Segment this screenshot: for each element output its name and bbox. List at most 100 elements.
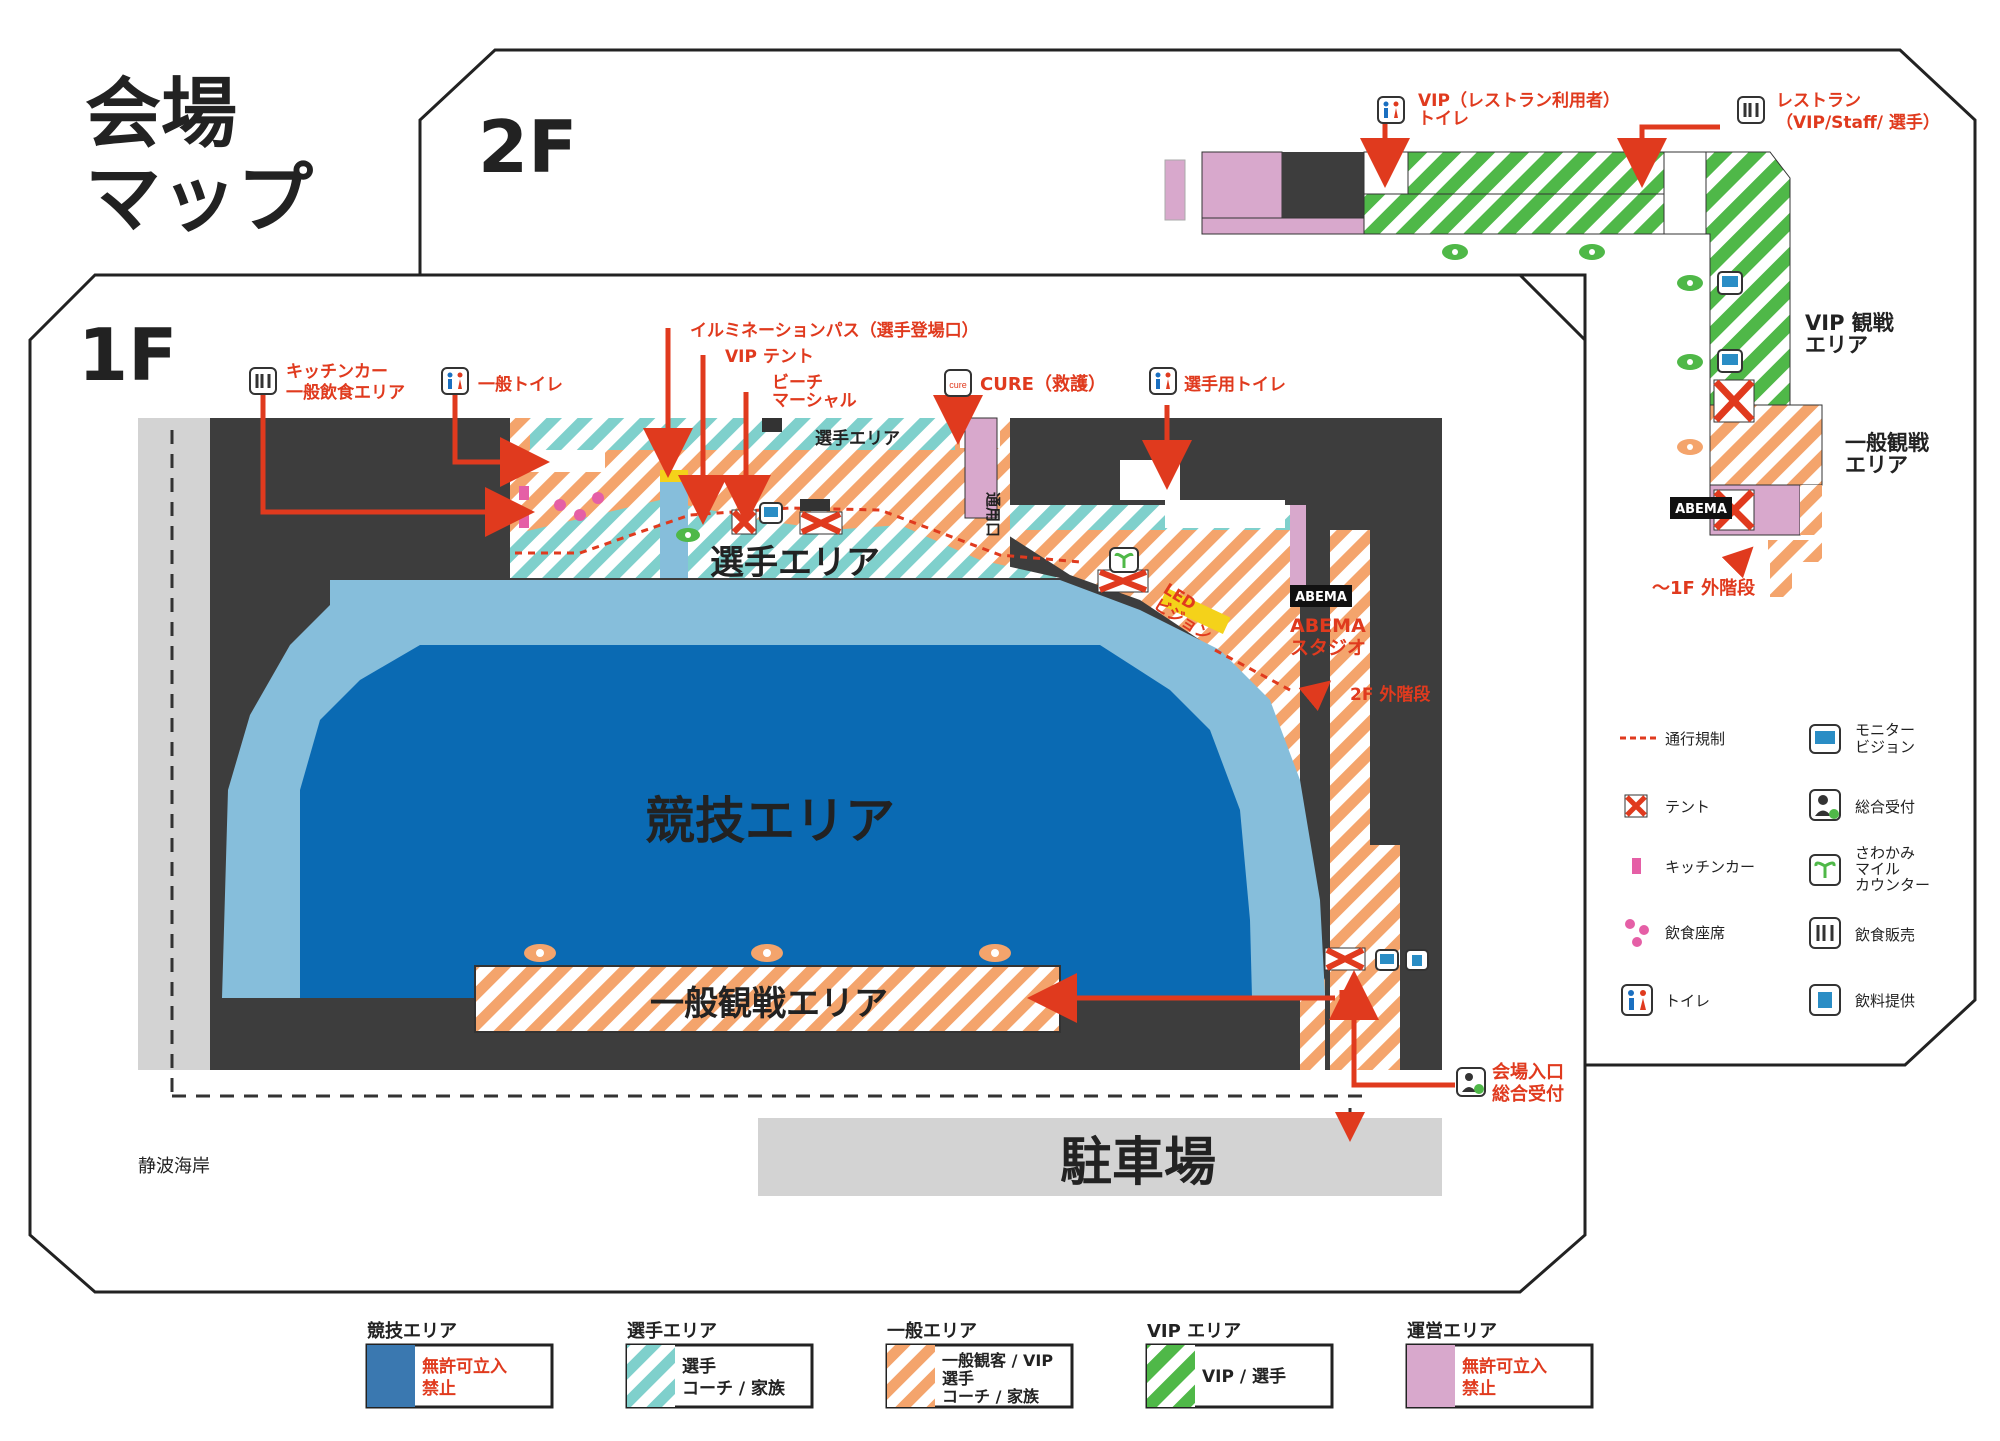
- competition-area-label: 競技エリア: [645, 792, 895, 850]
- reception-icon: [1456, 1067, 1486, 1097]
- watch-eye-icon: [1442, 244, 1468, 260]
- food-sale-icon: [1737, 96, 1765, 124]
- sprout-icon: [1809, 854, 1841, 886]
- legend-kitchen-car-label: キッチンカー: [1665, 858, 1755, 876]
- monitor-icon: [1717, 349, 1743, 373]
- food-sale-icon: [249, 367, 277, 395]
- kitchen-car-label: キッチンカー: [286, 362, 388, 382]
- toilet-icon: [1621, 984, 1653, 1016]
- vip-tent-label: VIP テント: [725, 347, 814, 367]
- drink-icon: [1405, 949, 1429, 971]
- legend-sprout-label: さわかみ: [1855, 844, 1915, 862]
- legend-area-athlete-title: 選手エリア: [627, 1320, 717, 1342]
- abema-2f-logo: ABEMA: [1675, 502, 1727, 517]
- athlete-toilet-label: 選手用トイレ: [1184, 374, 1286, 395]
- tent-icon: [799, 511, 843, 535]
- food-sale-icon: [1809, 917, 1841, 949]
- pointer-arrows: [260, 328, 1455, 1088]
- legend-monitor-label: モニター: [1855, 721, 1915, 739]
- stairs-2f-label: 2F 外階段: [1350, 684, 1430, 705]
- svg-text:コーチ / 家族: コーチ / 家族: [682, 1378, 786, 1399]
- svg-text:エリア: エリア: [1805, 333, 1868, 357]
- svg-text:選手: 選手: [682, 1356, 716, 1377]
- watch-eye-icon: [1579, 244, 1605, 260]
- legend-area-admin-title: 運営エリア: [1407, 1320, 1497, 1342]
- svg-text:総合受付: 総合受付: [1492, 1083, 1564, 1105]
- tent-icon: [1324, 947, 1366, 971]
- svg-text:マーシャル: マーシャル: [772, 391, 857, 411]
- vip-watch-label: VIP 観戦: [1805, 311, 1894, 335]
- svg-text:エリア: エリア: [1845, 453, 1908, 477]
- athlete-area-top-strip: [530, 418, 955, 450]
- legend-area-general-title: 一般エリア: [887, 1320, 977, 1342]
- abema-logo: [1290, 585, 1352, 607]
- label-icons: cure: [249, 96, 1765, 1097]
- competition-area-water: [300, 645, 1252, 998]
- watch-eye-icon: [1677, 354, 1703, 370]
- passage-entrance-label: 通用口: [984, 492, 1002, 537]
- watch-eye-icon: [751, 944, 783, 962]
- general-watch-area-label: 一般観戦エリア: [650, 984, 888, 1024]
- drink-icon: [1809, 984, 1841, 1016]
- kitchen-car-icon: [1632, 858, 1641, 874]
- general-toilet-label: 一般トイレ: [478, 374, 563, 395]
- svg-text:禁止: 禁止: [1462, 1378, 1496, 1399]
- map-text: 会場 マップ 2F 1F VIP（レストラン利用者） トイレ レストラン （VI…: [78, 69, 1940, 1406]
- svg-text:VIP / 選手: VIP / 選手: [1202, 1366, 1286, 1387]
- monitor-icon: [759, 502, 783, 524]
- svg-text:ビジョン: ビジョン: [1855, 738, 1915, 756]
- icon-legend: [1620, 724, 1841, 1016]
- restricted-route: [515, 506, 1081, 564]
- svg-text:cure: cure: [949, 380, 967, 390]
- general-watch-area: [474, 965, 1061, 1033]
- floor-2f-map: [1164, 122, 1823, 597]
- map-title-line2: マップ: [85, 154, 313, 243]
- svg-text:一般飲食エリア: 一般飲食エリア: [286, 382, 405, 403]
- cure-label: CURE（救護）: [980, 373, 1106, 395]
- svg-text:（VIP/Staff/ 選手）: （VIP/Staff/ 選手）: [1776, 112, 1940, 133]
- watch-eye-icon: [524, 944, 556, 962]
- svg-text:無許可立入: 無許可立入: [422, 1356, 507, 1377]
- to-1f-stairs-label: ～1F 外階段: [1652, 577, 1756, 599]
- coast-label: 静波海岸: [138, 1156, 210, 1177]
- tent-icon: [731, 509, 757, 535]
- watch-eye-icon: [1677, 439, 1703, 455]
- entrance-label: 会場入口: [1492, 1061, 1564, 1083]
- cure-icon: cure: [944, 369, 972, 397]
- legend-tent-label: テント: [1665, 798, 1710, 816]
- vip-toilet-label: VIP（レストラン利用者）: [1418, 90, 1620, 111]
- watch-eye-icon: [979, 944, 1011, 962]
- svg-text:禁止: 禁止: [422, 1378, 456, 1399]
- legend-area-competition-title: 競技エリア: [367, 1320, 457, 1342]
- illumination-pass-label: イルミネーションパス（選手登場口）: [690, 320, 979, 341]
- monitor-icon: [1809, 724, 1841, 754]
- dining-seat-icon: [1625, 919, 1649, 947]
- athlete-area-small-label: 選手エリア: [815, 428, 900, 449]
- sprout-icon: [1109, 547, 1139, 573]
- parking-label: 駐車場: [1060, 1133, 1216, 1193]
- floor-1f-map: [138, 328, 1455, 1196]
- map-title-line1: 会場: [85, 69, 237, 158]
- tent-icon: [1097, 569, 1149, 593]
- reception-icon: [1809, 789, 1841, 821]
- legend-toilet-label: トイレ: [1665, 992, 1710, 1010]
- svg-text:一般観客 / VIP: 一般観客 / VIP: [942, 1351, 1053, 1370]
- area-legend-swatches: [365, 1343, 1594, 1409]
- legend-reception-label: 総合受付: [1855, 798, 1915, 816]
- svg-text:コーチ / 家族: コーチ / 家族: [942, 1387, 1040, 1406]
- legend-restricted-label: 通行規制: [1665, 730, 1725, 748]
- parking-lot: [758, 1118, 1442, 1196]
- toilet-icon: [1149, 367, 1177, 395]
- abema-1f-logo: ABEMA: [1295, 590, 1347, 605]
- legend-food-sale-label: 飲食販売: [1855, 926, 1915, 944]
- general-watch-label-2f: 一般観戦: [1845, 431, 1929, 455]
- svg-text:マイル: マイル: [1855, 860, 1900, 878]
- svg-text:無許可立入: 無許可立入: [1462, 1356, 1547, 1377]
- athlete-area-zone: [510, 500, 1060, 578]
- toilet-icon: [1377, 96, 1405, 124]
- svg-text:スタジオ: スタジオ: [1290, 637, 1366, 659]
- svg-text:カウンター: カウンター: [1855, 876, 1930, 894]
- legend-area-vip-title: VIP エリア: [1147, 1321, 1241, 1342]
- athlete-area-label: 選手エリア: [710, 543, 880, 583]
